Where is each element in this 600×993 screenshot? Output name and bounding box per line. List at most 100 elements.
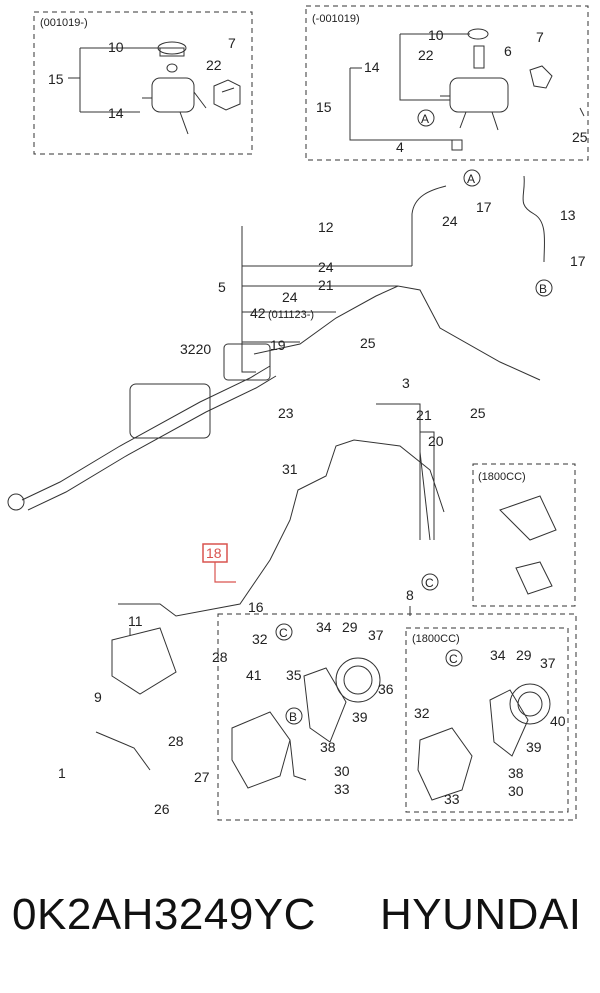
callout-circle xyxy=(421,573,439,591)
label: A xyxy=(467,172,475,186)
label: 28 xyxy=(212,649,228,665)
label: 22 xyxy=(206,57,222,73)
box-mid-right-code: (1800CC) xyxy=(478,471,526,483)
label: C xyxy=(425,576,434,590)
label: 16 xyxy=(248,599,264,615)
hose-24 xyxy=(411,185,447,266)
label: 15 xyxy=(316,99,332,115)
pipe-2 xyxy=(419,451,431,541)
callout-circle xyxy=(417,109,435,127)
label: 9 xyxy=(94,689,102,705)
callout-lines xyxy=(68,33,470,636)
label: 34 xyxy=(316,619,332,635)
label: 3 xyxy=(402,375,410,391)
label: 33 xyxy=(444,791,460,807)
box-top-left xyxy=(33,11,253,155)
pipe-18 xyxy=(118,439,445,617)
pump-1800 xyxy=(417,683,551,801)
label: 32 xyxy=(414,705,430,721)
label: 17 xyxy=(476,199,492,215)
label: 41 xyxy=(246,667,262,683)
label: 24 xyxy=(318,259,334,275)
brand-name: HYUNDAI xyxy=(380,890,582,939)
label: 37 xyxy=(540,655,556,671)
part-number: 0K2AH3249YC xyxy=(12,890,316,939)
label: 27 xyxy=(194,769,210,785)
label: 3220 xyxy=(180,341,211,357)
label: 22 xyxy=(418,47,434,63)
label: B xyxy=(289,710,297,724)
box-bottom-inner xyxy=(405,627,569,813)
box-top-left-code: (001019-) xyxy=(40,17,88,29)
box-top-right xyxy=(305,5,589,161)
label: 30 xyxy=(334,763,350,779)
box-top-right-code: (-001019) xyxy=(312,13,360,25)
label: 31 xyxy=(282,461,298,477)
label: 25 xyxy=(360,335,376,351)
callout-circle xyxy=(445,649,463,667)
pump-main xyxy=(231,657,381,789)
label: 12 xyxy=(318,219,334,235)
box-bottom-inner-code: (1800CC) xyxy=(412,633,460,645)
highlight-leader xyxy=(214,562,236,583)
label: 5 xyxy=(218,279,226,295)
label: 10 xyxy=(108,39,124,55)
label: 39 xyxy=(352,709,368,725)
label: 25 xyxy=(470,405,486,421)
reservoir-right xyxy=(440,28,585,151)
label: 4 xyxy=(396,139,404,155)
label: 33 xyxy=(334,781,350,797)
label: 20 xyxy=(428,433,444,449)
bracket-1800 xyxy=(499,495,557,595)
steering-rack xyxy=(7,343,277,511)
label: B xyxy=(539,282,547,296)
label: 40 xyxy=(550,713,566,729)
label: 37 xyxy=(368,627,384,643)
label: 35 xyxy=(286,667,302,683)
reservoir-left xyxy=(142,41,241,135)
label: 15 xyxy=(48,71,64,87)
label: C xyxy=(449,652,458,666)
label: 34 xyxy=(490,647,506,663)
label: 1 xyxy=(58,765,66,781)
callout-circle xyxy=(275,623,293,641)
label: 42 xyxy=(250,305,266,321)
label: 26 xyxy=(154,801,170,817)
label: 19 xyxy=(270,337,286,353)
label: 8 xyxy=(406,587,414,603)
box-bottom xyxy=(217,613,577,821)
label: 21 xyxy=(318,277,334,293)
bracket-11 xyxy=(95,627,177,771)
label: 28 xyxy=(168,733,184,749)
label: 32 xyxy=(252,631,268,647)
label: 17 xyxy=(570,253,586,269)
label: 24 xyxy=(282,289,298,305)
label: 11 xyxy=(128,613,143,629)
highlight-label: 18 xyxy=(206,545,222,561)
parts-diagram: (001019-) (-001019) (1800CC) (1800CC) 10… xyxy=(7,5,589,821)
label: 2 xyxy=(416,407,424,423)
label: 7 xyxy=(536,29,544,45)
label: 14 xyxy=(108,105,124,121)
label: 36 xyxy=(378,681,394,697)
callout-circle xyxy=(285,707,303,725)
label: 14 xyxy=(364,59,380,75)
label: 29 xyxy=(516,647,532,663)
label: 39 xyxy=(526,739,542,755)
label: 25 xyxy=(572,129,588,145)
label: 10 xyxy=(428,27,444,43)
label: (011123-) xyxy=(268,309,314,321)
label: 23 xyxy=(278,405,294,421)
label: 24 xyxy=(442,213,458,229)
label: 6 xyxy=(504,43,512,59)
label: 1 xyxy=(424,407,432,423)
box-mid-right xyxy=(472,463,576,607)
label: C xyxy=(279,626,288,640)
label: A xyxy=(421,112,429,126)
label: 38 xyxy=(508,765,524,781)
label: 13 xyxy=(560,207,576,223)
callout-circle xyxy=(535,279,553,297)
callout-circle xyxy=(463,169,481,187)
label: 38 xyxy=(320,739,336,755)
hose-13 xyxy=(522,175,546,263)
